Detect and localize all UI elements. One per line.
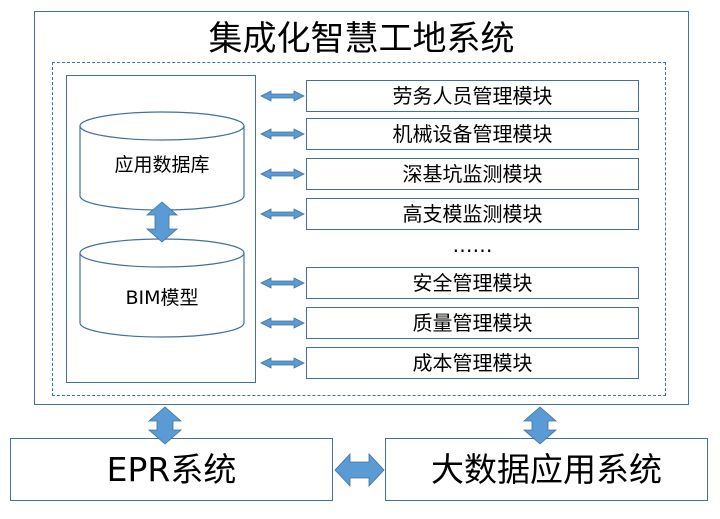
data-panel bbox=[66, 75, 256, 383]
big-data-system-box: 大数据应用系统 bbox=[385, 438, 708, 501]
module-link-arrow-1 bbox=[260, 90, 305, 102]
bim-cylinder bbox=[79, 238, 245, 338]
module-cost: 成本管理模块 bbox=[306, 347, 639, 379]
frame-epr-arrow bbox=[147, 406, 183, 445]
module-link-arrow-6 bbox=[260, 317, 305, 329]
module-link-arrow-7 bbox=[260, 357, 305, 369]
database-label: 应用数据库 bbox=[114, 154, 210, 176]
frame-bigdata-arrow bbox=[522, 406, 558, 445]
module-deep-pit: 深基坑监测模块 bbox=[306, 158, 639, 190]
module-link-arrow-5 bbox=[260, 277, 305, 289]
module-ellipsis: …… bbox=[452, 233, 493, 257]
module-labor: 劳务人员管理模块 bbox=[306, 80, 639, 112]
module-link-arrow-2 bbox=[260, 128, 305, 140]
module-formwork: 高支模监测模块 bbox=[306, 198, 639, 230]
module-quality: 质量管理模块 bbox=[306, 307, 639, 339]
bim-label: BIM模型 bbox=[125, 287, 199, 309]
database-bim-arrow bbox=[145, 201, 179, 243]
database-cylinder bbox=[79, 111, 245, 211]
module-link-arrow-4 bbox=[260, 208, 305, 220]
epr-bigdata-arrow bbox=[334, 452, 385, 488]
module-link-arrow-3 bbox=[260, 168, 305, 180]
diagram-title: 集成化智慧工地系统 bbox=[208, 19, 515, 59]
epr-system-box: EPR系统 bbox=[10, 438, 333, 501]
module-safety: 安全管理模块 bbox=[306, 267, 639, 299]
module-machinery: 机械设备管理模块 bbox=[306, 118, 639, 150]
inner-dashed-frame bbox=[52, 62, 666, 396]
